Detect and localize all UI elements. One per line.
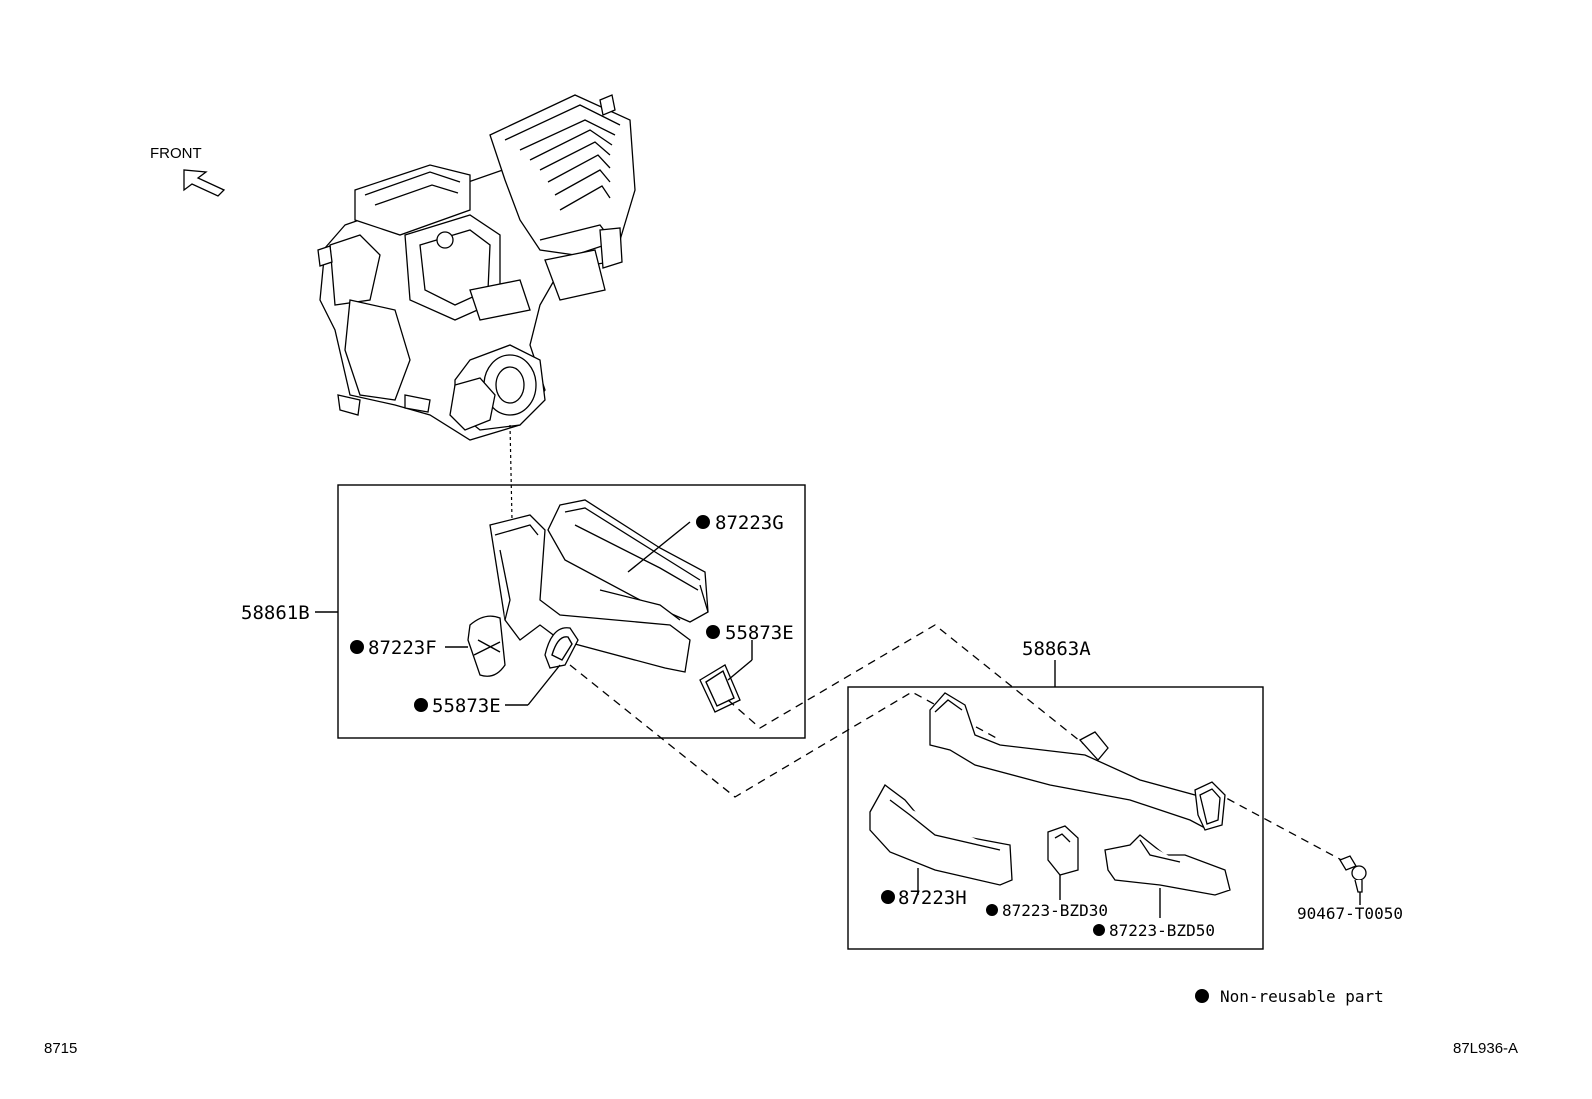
non-reusable-marker — [881, 890, 895, 904]
callout-58863A: 58863A — [1022, 638, 1091, 660]
duct-58861B-drawing — [489, 499, 709, 673]
legend-marker — [1195, 989, 1209, 1003]
callout-87223-BZD50: 87223-BZD50 — [1109, 921, 1215, 940]
hvac-unit-drawing — [317, 94, 636, 441]
figure-code: 87L936-A — [1453, 1040, 1518, 1057]
gasket-left-drawing — [544, 627, 579, 669]
non-reusable-marker — [706, 625, 720, 639]
callout-87223H: 87223H — [898, 887, 967, 909]
non-reusable-marker — [1093, 924, 1105, 936]
clip-90467-T0050-drawing — [1339, 855, 1367, 893]
non-reusable-marker — [350, 640, 364, 654]
front-arrow-icon — [183, 169, 226, 197]
hvac-to-duct-lead — [509, 424, 513, 521]
non-reusable-marker — [414, 698, 428, 712]
legend-text: Non-reusable part — [1220, 987, 1384, 1006]
duct-58863A-drawing — [869, 692, 1231, 896]
non-reusable-marker — [986, 904, 998, 916]
callout-87223F: 87223F — [368, 637, 437, 659]
callout-87223-BZD30: 87223-BZD30 — [1002, 901, 1108, 920]
non-reusable-marker — [696, 515, 710, 529]
callout-58861B: 58861B — [241, 602, 310, 624]
callout-90467-T0050: 90467-T0050 — [1297, 904, 1403, 923]
front-label: FRONT — [150, 145, 202, 162]
callout-55873E-right: 55873E — [725, 622, 794, 644]
callout-87223G: 87223G — [715, 512, 784, 534]
page-code: 8715 — [44, 1040, 77, 1057]
pad-87223F-drawing — [467, 615, 506, 677]
callout-55873E-left: 55873E — [432, 695, 501, 717]
